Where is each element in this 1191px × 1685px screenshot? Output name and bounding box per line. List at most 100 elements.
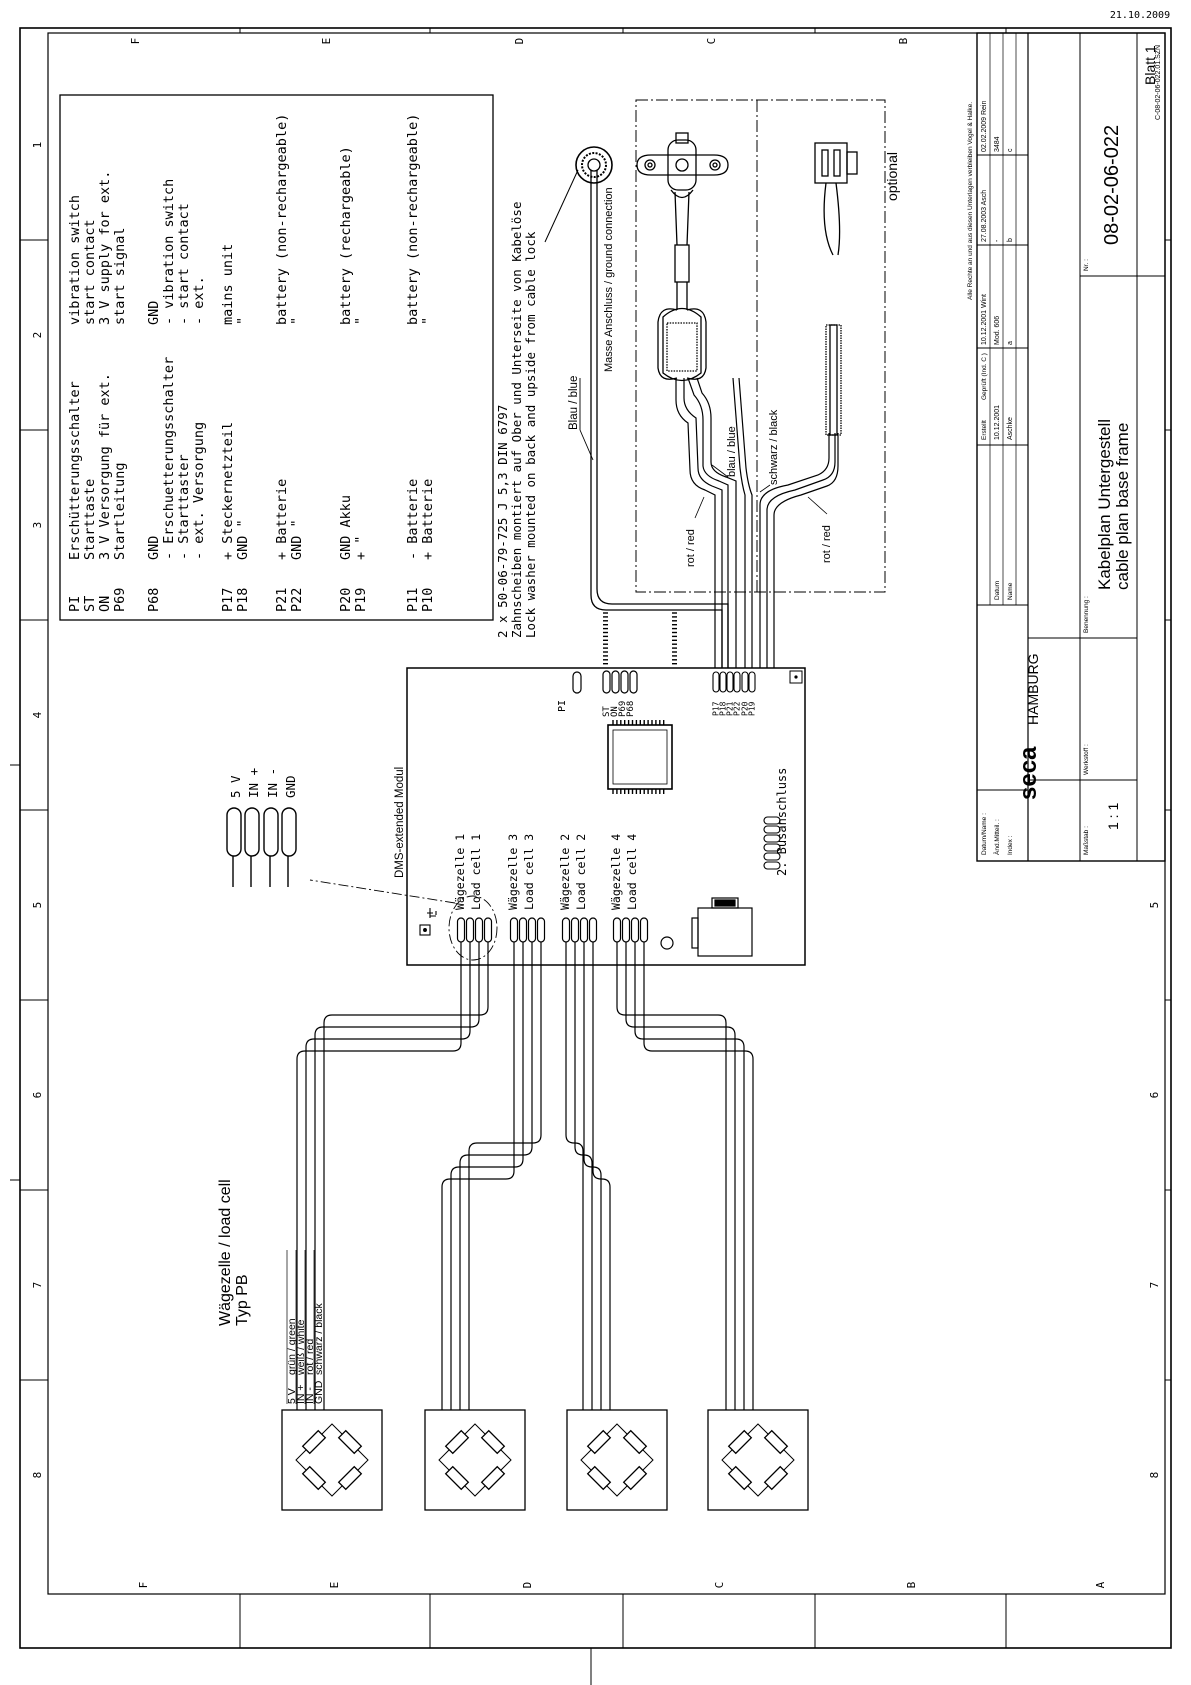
zone-number: 8 (31, 1472, 44, 1479)
zone-number: 3 (31, 522, 44, 529)
zone-letter: F (137, 1582, 150, 1589)
vibration-switch-icon (636, 132, 729, 310)
legend-en: start signal (112, 227, 128, 325)
power-pin-label: P17 (712, 701, 721, 716)
stamp-date: 21.10.2009 (1110, 10, 1170, 21)
washer-note-line: Zahnscheiben montiert auf Ober und Unter… (509, 202, 524, 639)
connector-pin-label: IN + (246, 768, 261, 798)
zone-letter: D (513, 38, 526, 45)
load-cell-boxes (281, 1409, 809, 1511)
wire-leader (711, 464, 729, 478)
mount-hole (789, 670, 803, 684)
usb-connector-icon (691, 897, 753, 957)
connector-pin-label: GND (283, 775, 298, 798)
rev-value: - (994, 239, 1001, 242)
load-cell-icon (281, 1409, 383, 1511)
legend-en: 3 V supply for ext. (97, 171, 113, 325)
wire-leader (807, 496, 828, 515)
legend-en: " (235, 317, 251, 325)
wire-leader (759, 484, 771, 493)
header-pin-label: P68 (626, 701, 636, 717)
company-logo: seca (1015, 746, 1042, 800)
drawing-number: 08-02-06-022 (1101, 125, 1123, 245)
optional-label: optional (884, 152, 900, 201)
washer-note-line: Lock washer mounted on back and upside f… (523, 231, 538, 638)
legend-pin: ST (82, 596, 98, 612)
wire-pin-label: IN + (295, 1384, 307, 1404)
dms-module-board (406, 667, 806, 966)
zone-letter: E (328, 1582, 341, 1589)
power-pin-label: P20 (741, 701, 750, 716)
zone-number: 2 (31, 332, 44, 339)
werkstoff-label: Werkstoff : (1083, 744, 1090, 775)
microcontroller-chip-icon (603, 612, 677, 794)
load-cell-wires (296, 942, 754, 1410)
wire-label-schwarz: schwarz / black (768, 409, 780, 485)
legend-en: " (420, 317, 436, 325)
drawing-code: C-08-02-06-022.01.SZN (1155, 45, 1162, 120)
massstab-value: 1 : 1 (1105, 803, 1121, 830)
geprueft-label: Geprüft (Ind. C ) (981, 353, 988, 400)
optional-plug-icon (814, 142, 858, 436)
name-value: Aschke (1007, 417, 1014, 440)
wire-pin-label: GND (313, 1380, 325, 1404)
rev-label: Index : (1007, 835, 1014, 855)
blau-blue-label: Blau / blue (568, 376, 580, 430)
legend-box (59, 94, 494, 621)
legend-de: 3 V Versorgung für ext. (97, 373, 113, 560)
zone-letter: D (521, 1582, 534, 1589)
legend-pin: P18 (235, 588, 251, 612)
connector-pin-label: IN - (265, 768, 280, 798)
datum-value: 10.12.2001 (994, 405, 1001, 440)
zone-letter: E (320, 38, 333, 45)
rev-value: c (1007, 148, 1014, 152)
legend-de: + Batterie (420, 479, 436, 560)
zone-letter: C (705, 38, 718, 45)
header-pin-label: ST (602, 706, 612, 717)
zone-ticks (10, 28, 1171, 1685)
washer-note-line: 2 x 50-06-79-725 J 5,3 DIN 6797 (495, 405, 510, 638)
legend-en: - vibration switch (161, 179, 177, 325)
load-cell-icon (566, 1409, 668, 1511)
zone-letter: B (905, 1581, 918, 1588)
header-pin-label: ON (610, 706, 620, 717)
legend-de: GND " (289, 519, 305, 560)
rev-value: Mod. 606 (994, 316, 1001, 345)
zone-number: 7 (1148, 1282, 1161, 1289)
load-cell-label-de: Wägezelle 2 (558, 834, 572, 910)
load-cell-label-en: Load cell 4 (625, 834, 639, 910)
sheet-border (19, 27, 1172, 1649)
legend-pin: PI (67, 596, 83, 612)
legend-en: battery (rechargeable) (338, 146, 354, 325)
cable-bundle (675, 377, 839, 668)
legend-pin: P20 (338, 588, 354, 612)
rev-label: Datum/Name : (981, 813, 988, 855)
load-cell-subtitle: Typ PB (234, 1274, 251, 1326)
blau-blue-leader (579, 429, 594, 461)
rev-value: 02.02.2009 Rein (981, 101, 988, 152)
wire-color-label: schwarz / black (313, 1302, 325, 1375)
load-cell-label-de: Wägezelle 1 (453, 834, 467, 910)
legend-de: GND " (235, 519, 251, 560)
power-pin-label: P22 (733, 701, 742, 716)
legend-pin: P22 (289, 588, 305, 612)
zone-letter: B (897, 37, 910, 44)
legend-en: mains unit (220, 244, 236, 325)
benennung-label: Benennung : (1083, 596, 1090, 633)
legend-de: Startleitung (112, 462, 128, 560)
zone-letter: C (713, 1582, 726, 1589)
legend-de: + " (353, 536, 369, 560)
wire-color-label: rot / red (304, 1339, 316, 1375)
wire-color-label: grün / green (286, 1318, 298, 1375)
load-cell-label-en: Load cell 3 (522, 834, 536, 910)
legend-en: battery (non-rechargeable) (405, 114, 421, 325)
legend-en: battery (non-rechargeable) (274, 114, 290, 325)
legend-pin: P17 (220, 588, 236, 612)
wire-label-blau: blau / blue (726, 426, 738, 477)
wire-pin-label: 5 V (286, 1388, 298, 1404)
